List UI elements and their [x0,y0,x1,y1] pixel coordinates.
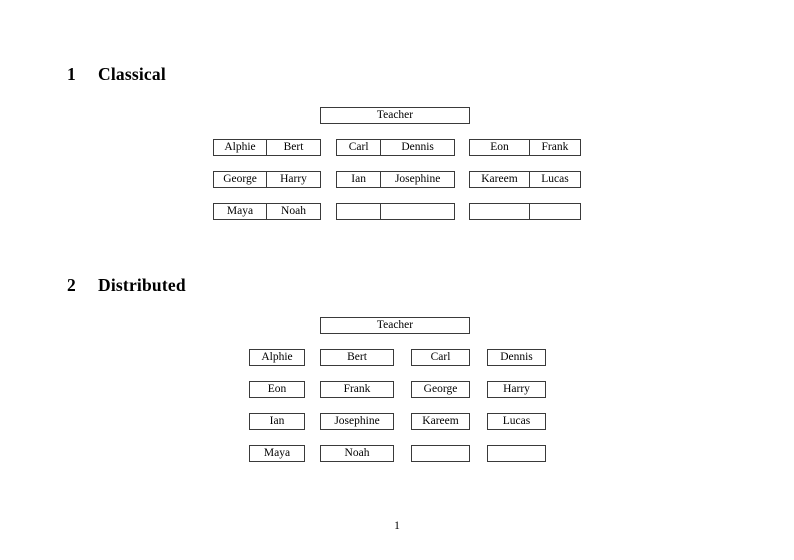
node-box: George [411,381,470,398]
section-heading-classical: 1 Classical [67,64,166,85]
page-number: 1 [394,520,400,532]
cell-name: Noah [266,204,320,219]
group-right-row-2: Kareem Lucas [469,171,581,188]
cell-name [528,204,580,219]
node-box [487,445,546,462]
cell-name: Carl [348,140,369,153]
node-box: Alphie [249,349,305,366]
cell-name [337,204,380,219]
node-box: Eon [249,381,305,398]
cell-name [380,204,454,219]
node-box: Lucas [487,413,546,430]
cell-name: Bert [266,140,320,155]
group-left-row-3: Maya Noah [213,203,321,220]
node-box: Josephine [320,413,394,430]
cell-name [470,204,529,219]
cell-name: Eon [490,140,509,153]
group-right-row-3 [469,203,581,220]
node-box: Kareem [411,413,470,430]
node-box: Bert [320,349,394,366]
cell-name: George [223,172,257,185]
group-left-row-1: Alphie Bert [213,139,321,156]
group-middle-row-3 [336,203,455,220]
node-box [411,445,470,462]
group-middle-row-1: Carl Dennis [336,139,455,156]
cell-name: Josephine [380,172,454,187]
cell-name: Frank [528,140,580,155]
group-middle-row-2: Ian Josephine [336,171,455,188]
teacher-box-classical: Teacher [320,107,470,124]
section-title: Classical [98,64,166,84]
section-number: 1 [67,64,76,84]
node-box: Carl [411,349,470,366]
section-heading-distributed: 2 Distributed [67,275,186,296]
group-left-row-2: George Harry [213,171,321,188]
cell-name: Dennis [380,140,454,155]
cell-name: Harry [266,172,320,187]
cell-name: Kareem [481,172,518,185]
node-box: Ian [249,413,305,430]
cell-name: Maya [226,204,254,217]
node-box: Dennis [487,349,546,366]
node-box: Harry [487,381,546,398]
cell-name: Ian [351,172,366,185]
section-number: 2 [67,275,76,295]
teacher-box-distributed: Teacher [320,317,470,334]
section-title: Distributed [98,275,186,295]
group-right-row-1: Eon Frank [469,139,581,156]
node-box: Noah [320,445,394,462]
cell-name: Alphie [224,140,256,153]
node-box: Maya [249,445,305,462]
cell-name: Lucas [528,172,580,187]
node-box: Frank [320,381,394,398]
